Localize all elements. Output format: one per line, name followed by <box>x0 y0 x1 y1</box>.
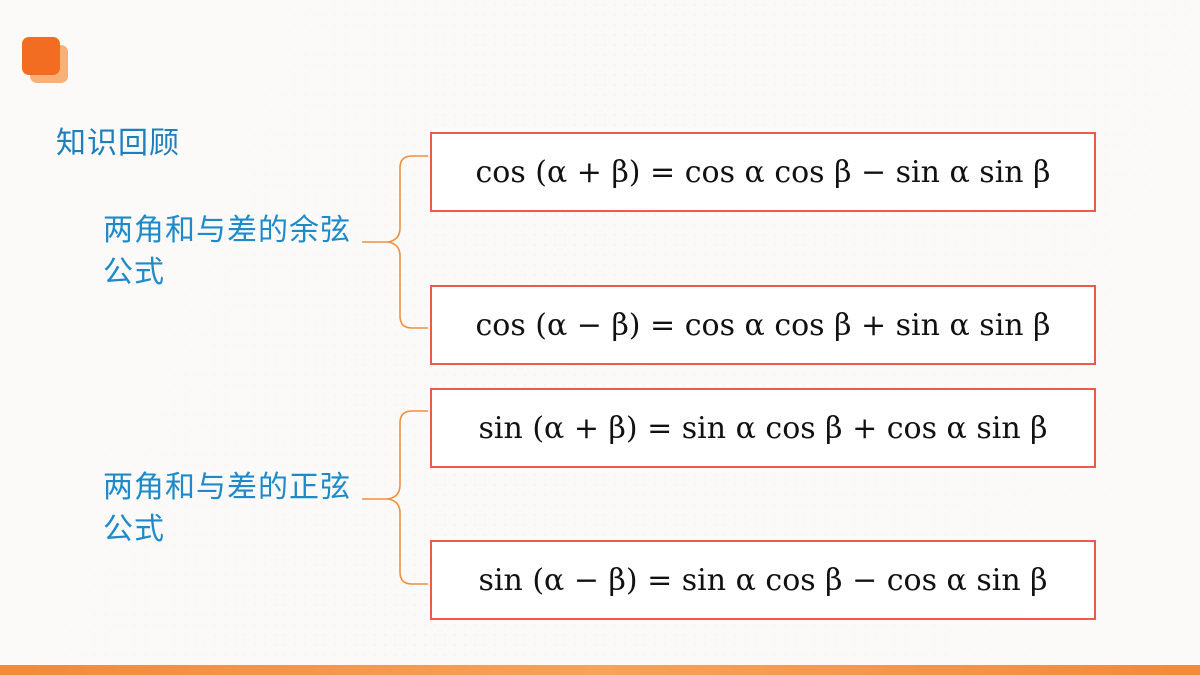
formula-sin-difference: sin (α − β) = sin α cos β − cos α sin β <box>430 540 1096 620</box>
formula-sin-sum: sin (α + β) = sin α cos β + cos α sin β <box>430 388 1096 468</box>
sine-group-label: 两角和与差的正弦公式 <box>103 470 351 547</box>
bottom-accent-bar <box>0 665 1200 675</box>
formula-cos-difference: cos (α − β) = cos α cos β + sin α sin β <box>430 285 1096 365</box>
sine-group-brace <box>362 410 428 585</box>
formula-text: sin (α − β) = sin α cos β − cos α sin β <box>478 562 1048 598</box>
orange-squares-logo-icon <box>22 37 70 85</box>
cosine-group-brace <box>362 155 428 329</box>
logo-front-square <box>22 37 60 75</box>
cosine-group-label: 两角和与差的余弦公式 <box>103 213 351 290</box>
formula-cos-sum: cos (α + β) = cos α cos β − sin α sin β <box>430 132 1096 212</box>
slide-heading: 知识回顾 <box>56 126 180 161</box>
formula-text: cos (α + β) = cos α cos β − sin α sin β <box>475 154 1051 190</box>
formula-text: sin (α + β) = sin α cos β + cos α sin β <box>478 410 1048 446</box>
formula-text: cos (α − β) = cos α cos β + sin α sin β <box>475 307 1051 343</box>
